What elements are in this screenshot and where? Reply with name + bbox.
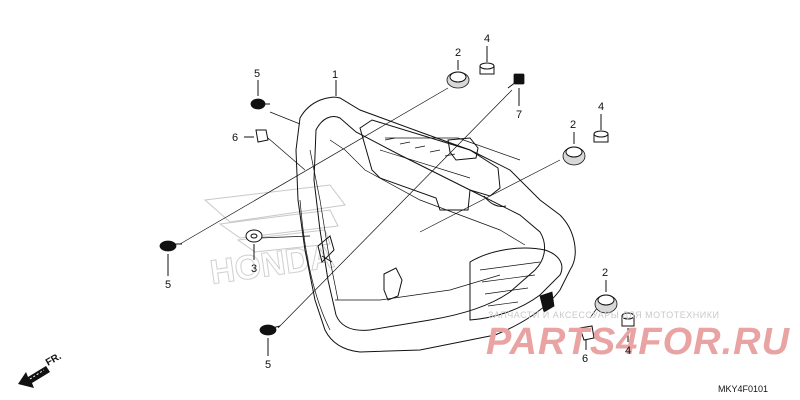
callout-1: 1 <box>332 69 338 81</box>
collar-top <box>479 46 495 75</box>
callout-4-lower: 4 <box>625 345 631 357</box>
callout-2-lower: 2 <box>602 267 608 279</box>
front-direction-label: FR. <box>44 351 64 369</box>
callout-6-lower: 6 <box>582 353 588 365</box>
watermark: ЗАПЧАСТИ И АКСЕССУАРЫ ДЛЯ МОТОТЕХНИКИ PA… <box>486 310 791 363</box>
background-logo-text: HONDA <box>208 237 337 292</box>
callout-4-mid: 4 <box>598 101 604 113</box>
collar-lower <box>621 312 635 342</box>
watermark-brand: PARTS4FOR.RU <box>486 321 791 363</box>
callout-3: 3 <box>251 263 257 275</box>
headlight-housing <box>295 96 576 353</box>
grommet-top <box>446 60 470 89</box>
callout-5-lower-left: 5 <box>265 359 271 371</box>
bolt-7 <box>507 73 525 106</box>
grommet-mid <box>562 132 586 166</box>
callout-5-upper-left: 5 <box>254 68 260 80</box>
collar-mid <box>593 114 609 143</box>
clip-nut-lower <box>579 325 595 350</box>
grommet-lower <box>594 280 618 314</box>
background-logo: HONDA <box>203 184 346 292</box>
clip-nut-upper <box>244 129 269 143</box>
watermark-tagline: ЗАПЧАСТИ И АКСЕССУАРЫ ДЛЯ МОТОТЕХНИКИ <box>488 310 719 320</box>
front-direction-arrow-icon <box>18 366 50 388</box>
callout-2-top: 2 <box>455 47 461 59</box>
callout-2-mid: 2 <box>570 119 576 131</box>
bolt-lower-left <box>259 324 281 356</box>
callout-labels: 1 2 2 2 3 4 4 4 5 5 5 6 6 7 <box>165 33 631 371</box>
callout-7: 7 <box>516 109 522 121</box>
bolt-upper-left <box>250 80 270 110</box>
diagram-code: MKY4F0101 <box>718 384 768 394</box>
callout-5-left-middle: 5 <box>165 279 171 291</box>
bolt-left-middle <box>159 240 182 276</box>
callout-4-top: 4 <box>484 33 490 45</box>
front-direction-indicator: FR. <box>18 351 64 388</box>
assembly-guide-lines <box>179 87 601 329</box>
washer-3 <box>245 229 263 260</box>
callout-6-upper: 6 <box>232 132 238 144</box>
